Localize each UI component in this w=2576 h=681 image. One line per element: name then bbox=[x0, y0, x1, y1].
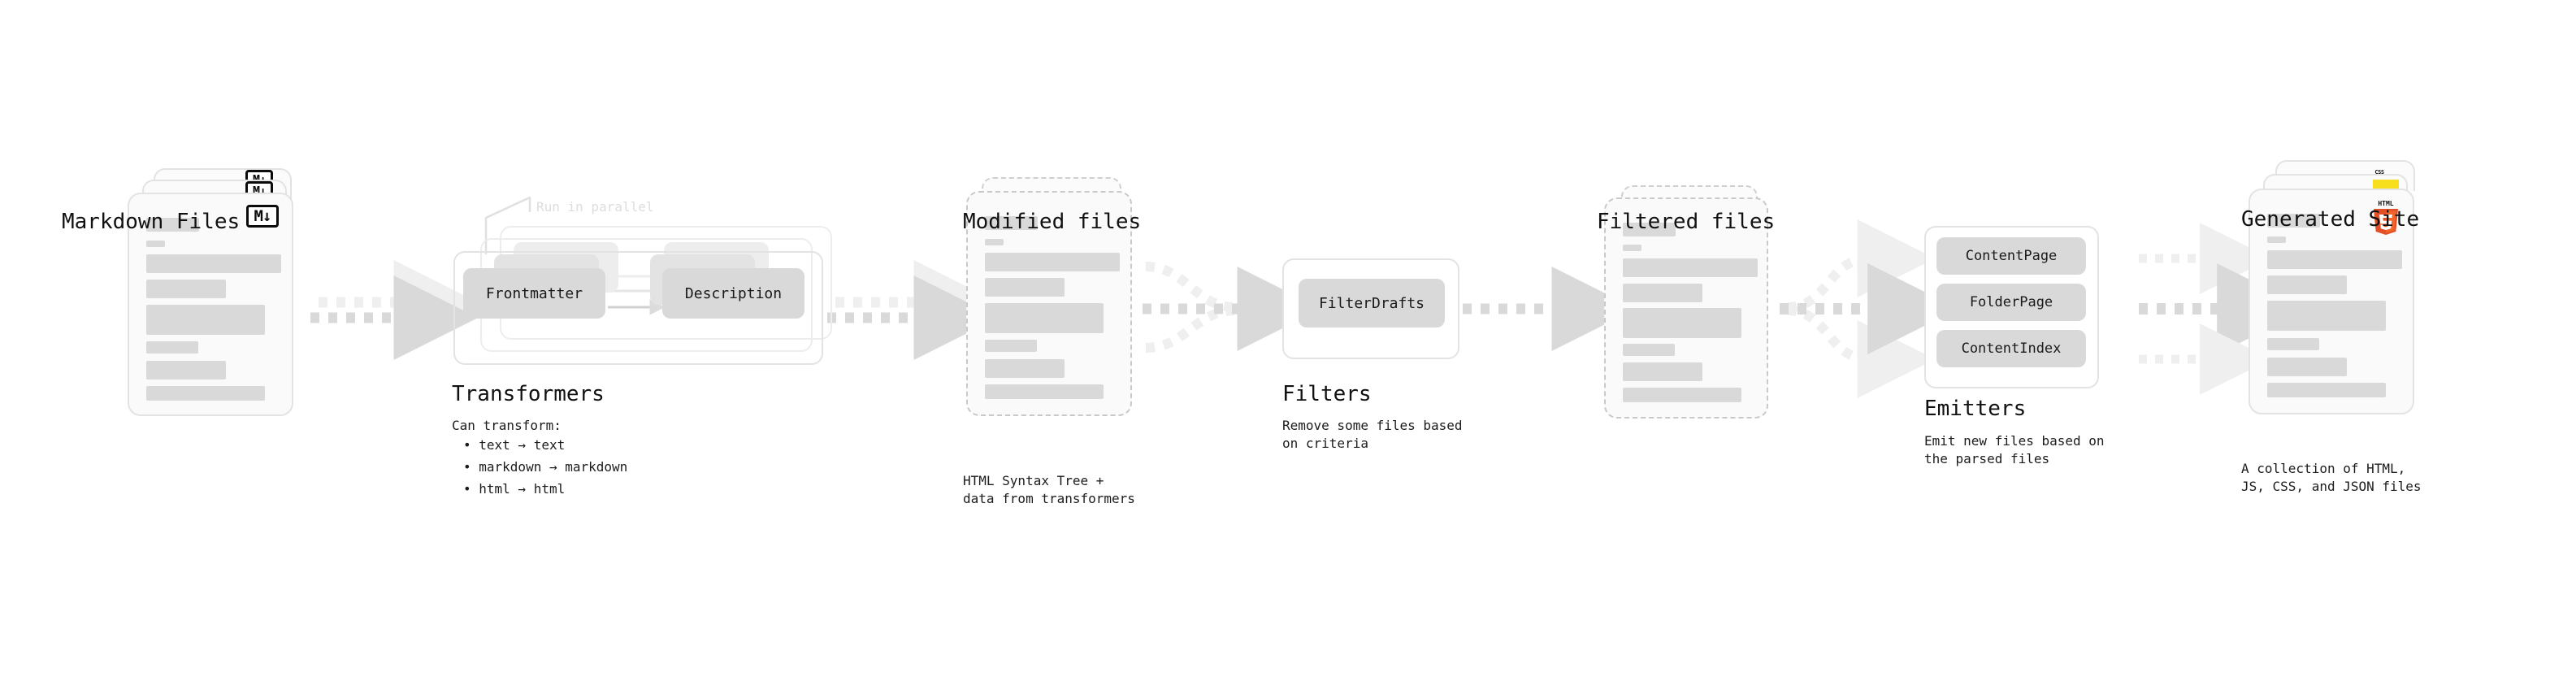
transformer-pill-description[interactable]: Description bbox=[662, 268, 804, 319]
skeleton-line bbox=[985, 253, 1120, 271]
skeleton-line bbox=[985, 359, 1065, 378]
skeleton-line bbox=[1623, 258, 1758, 277]
skeleton-line bbox=[1623, 362, 1702, 381]
skeleton-line bbox=[1623, 245, 1641, 251]
connector-transformers-to-modified bbox=[827, 260, 999, 360]
skeleton-line bbox=[985, 216, 1038, 230]
skeleton-line bbox=[146, 280, 226, 298]
emitter-pill-contentpage-label: ContentPage bbox=[1965, 248, 2058, 264]
html5-badge-icon: HTML bbox=[2374, 200, 2398, 235]
skeleton-line bbox=[146, 254, 281, 273]
skeleton-line bbox=[2267, 338, 2319, 350]
stage-subtitle-filters: Remove some files based on criteria bbox=[1282, 418, 1463, 451]
transformers-box bbox=[453, 251, 823, 365]
skeleton-line bbox=[1623, 284, 1702, 302]
stage-subtitle-emitters: Emit new files based on the parsed files bbox=[1924, 433, 2105, 466]
skeleton-line bbox=[146, 361, 226, 380]
stage-title-filtered-files: Filtered files bbox=[1597, 210, 1776, 234]
run-in-parallel-note: Run in parallel bbox=[536, 199, 654, 215]
skeleton-line bbox=[146, 341, 198, 354]
skeleton-line bbox=[1623, 308, 1741, 338]
filter-pill-filterdrafts[interactable]: FilterDrafts bbox=[1299, 279, 1445, 327]
transformer-pill-description-label: Description bbox=[684, 284, 783, 302]
markdown-badge-icon: M↓ bbox=[246, 205, 279, 228]
connector-markdown-to-transformers bbox=[310, 260, 479, 360]
skeleton-line bbox=[1623, 344, 1675, 356]
skeleton-line bbox=[985, 278, 1065, 297]
stage-subtitle-transformers: Can transform: bbox=[452, 418, 562, 433]
emitter-pill-contentindex-label: ContentIndex bbox=[1961, 340, 2062, 357]
skeleton-line bbox=[985, 239, 1004, 245]
skeleton-line bbox=[2267, 301, 2386, 331]
connector-filtered-to-emitters bbox=[1780, 219, 1959, 398]
markdown-card-front: M↓ bbox=[128, 193, 293, 416]
skeleton-line bbox=[1623, 223, 1676, 236]
emitter-pill-folderpage[interactable]: FolderPage bbox=[1936, 284, 2086, 321]
emitter-pill-folderpage-label: FolderPage bbox=[1969, 294, 2053, 310]
skeleton-line bbox=[985, 340, 1037, 352]
skeleton-line bbox=[985, 303, 1104, 333]
skeleton-line bbox=[2267, 383, 2386, 397]
transformer-pill-frontmatter[interactable]: Frontmatter bbox=[463, 268, 605, 319]
transformers-bullet-2: • markdown → markdown bbox=[463, 459, 628, 475]
skeleton-line bbox=[1623, 388, 1741, 402]
stage-subtitle-modified-files: HTML Syntax Tree + data from transformer… bbox=[963, 473, 1135, 506]
skeleton-line bbox=[146, 386, 265, 401]
stage-title-markdown-files: Markdown Files bbox=[62, 210, 241, 234]
transformers-bullet-3: • html → html bbox=[463, 481, 566, 497]
stage-title-modified-files: Modified files bbox=[963, 210, 1142, 234]
skeleton-line bbox=[2267, 358, 2347, 376]
modified-card-front bbox=[966, 191, 1132, 416]
connector-modified-to-filters bbox=[1143, 262, 1322, 353]
transformer-pill-frontmatter-label: Frontmatter bbox=[485, 284, 583, 302]
stage-title-emitters: Emitters bbox=[1924, 397, 2027, 421]
svg-text:HTML: HTML bbox=[2378, 200, 2393, 207]
skeleton-line bbox=[146, 218, 199, 232]
skeleton-line bbox=[146, 305, 265, 335]
stage-title-generated-site: Generated Site bbox=[2241, 207, 2420, 232]
site-card-front: HTML bbox=[2249, 189, 2414, 414]
skeleton-line bbox=[2267, 250, 2402, 269]
css3-badge-label: CSS bbox=[2374, 169, 2384, 176]
emitter-pill-contentindex[interactable]: ContentIndex bbox=[1936, 330, 2086, 367]
skeleton-line bbox=[146, 241, 165, 247]
transformers-bullet-1: • text → text bbox=[463, 437, 566, 453]
filter-pill-filterdrafts-label: FilterDrafts bbox=[1318, 294, 1425, 312]
connector-emitters-to-site bbox=[2139, 223, 2309, 395]
skeleton-line bbox=[2267, 214, 2320, 228]
skeleton-line bbox=[985, 384, 1104, 399]
stage-title-transformers: Transformers bbox=[452, 382, 605, 406]
stage-title-filters: Filters bbox=[1282, 382, 1372, 406]
skeleton-line bbox=[2267, 236, 2286, 243]
emitter-pill-contentpage[interactable]: ContentPage bbox=[1936, 237, 2086, 275]
skeleton-line bbox=[2267, 275, 2347, 294]
stage-subtitle-generated-site: A collection of HTML, JS, CSS, and JSON … bbox=[2241, 461, 2422, 494]
filtered-card-front bbox=[1604, 197, 1768, 419]
